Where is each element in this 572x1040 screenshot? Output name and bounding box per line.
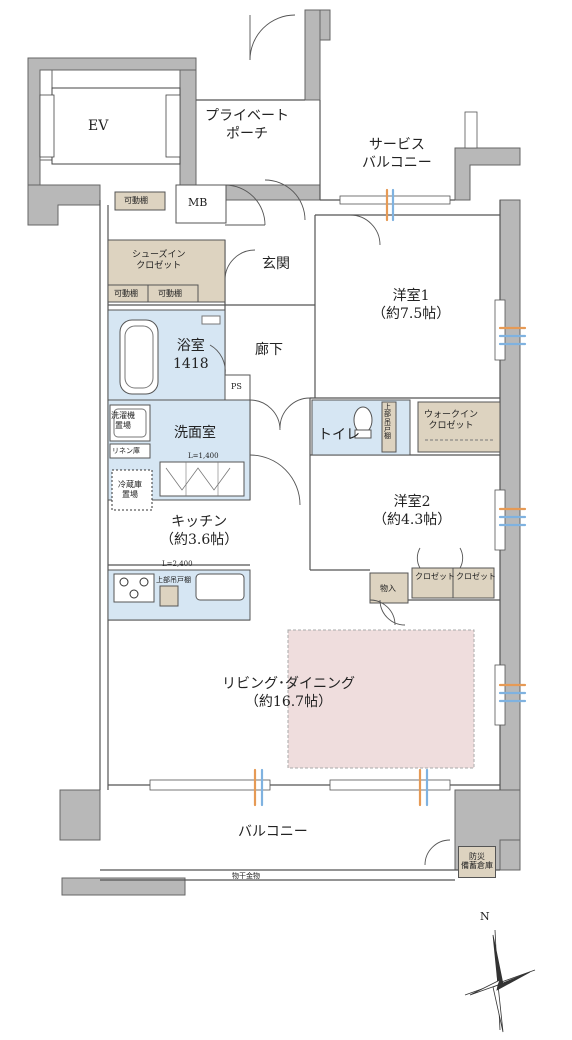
toilet-cabinet-c1: 上 (384, 403, 391, 411)
walkin-label: ウォークイン クロゼット (424, 410, 478, 432)
corridor-label: 廊下 (255, 342, 283, 358)
storage-label: 物入 (380, 584, 396, 593)
toilet-cabinet-c2: 部 (384, 410, 391, 419)
living-size: （約16.7帖） (244, 693, 333, 710)
movable-shelf-top: 可動棚 (124, 196, 148, 205)
washer-line2: 置場 (115, 420, 131, 430)
fridge-place (111, 469, 153, 511)
fridge-line2: 置場 (122, 489, 138, 499)
closet-left-label: クロゼット (415, 572, 455, 581)
toilet-cabinet-c4: 戸 (384, 425, 391, 434)
vanity-length: L=1,400 (188, 452, 219, 460)
service-balcony-line2: バルコニー (362, 154, 432, 171)
kitchen-upper-cabinet: 上部吊戸棚 (156, 576, 191, 584)
toilet-cabinet: 上 部 吊 戸 棚 (384, 403, 391, 441)
mb-label: MB (188, 196, 208, 209)
storage-area (369, 572, 409, 604)
private-porch-line1: プライベート (205, 108, 289, 124)
kitchen-size: （約3.6帖） (160, 531, 239, 548)
drying-rack-label: 物干金物 (232, 872, 260, 880)
western1-size: （約7.5帖） (372, 305, 451, 322)
balcony-label: バルコニー (238, 824, 308, 840)
door-swings (209, 14, 464, 866)
ev-label: EV (88, 118, 109, 134)
disaster-storage-line1: 防災 (469, 852, 485, 862)
shoe-closet-line2: クロゼット (136, 260, 182, 271)
toilet-cabinet-c5: 棚 (384, 432, 391, 441)
shoe-closet-label: シューズイン クロゼット (132, 250, 186, 272)
mb-box (175, 184, 227, 224)
toilet-label: トイレ (318, 427, 360, 443)
bath-name: 浴室 (176, 338, 205, 354)
bath-label: 浴室 1418 (173, 338, 209, 373)
walkin-closet-area (417, 401, 501, 453)
private-porch-line2: ポーチ (226, 125, 268, 142)
compass-north-label: N (480, 910, 490, 923)
elevator-shaft (51, 87, 181, 165)
washer-label: 洗濯機 置場 (111, 411, 135, 430)
toilet-cabinet-c3: 吊 (384, 417, 391, 426)
service-balcony-label: サービス バルコニー (362, 137, 432, 172)
walkin-line2: クロゼット (428, 420, 474, 431)
walkin-line1: ウォークイン (424, 410, 479, 420)
disaster-storage-line2: 備蓄倉庫 (461, 861, 493, 870)
closet-right-label: クロゼット (456, 572, 496, 581)
movable-shelf-left: 可動棚 (114, 289, 138, 298)
living-name: リビング･ダイニング (222, 676, 355, 692)
washroom-label: 洗面室 (174, 425, 216, 441)
fridge-line1: 冷蔵庫 (118, 480, 142, 489)
private-porch-label: プライベート ポーチ (205, 108, 289, 143)
linen-label: リネン庫 (112, 447, 140, 455)
compass-rose (464, 929, 536, 1033)
living-label: リビング･ダイニング （約16.7帖） (222, 676, 355, 711)
ps-label: PS (231, 382, 242, 391)
service-balcony-line1: サービス (368, 137, 425, 153)
window-marks (149, 111, 506, 791)
bath-size: 1418 (173, 355, 209, 372)
kitchen-label: キッチン （約3.6帖） (160, 514, 238, 549)
ventilation-arrows (253, 188, 527, 807)
kitchen-name: キッチン (171, 514, 228, 530)
living-zone (287, 629, 475, 769)
western2-label: 洋室2 （約4.3帖） (373, 494, 451, 529)
disaster-storage-label: 防災 備蓄倉庫 (458, 846, 496, 878)
entrance-label: 玄関 (262, 256, 290, 272)
western1-label: 洋室1 （約7.5帖） (372, 288, 450, 323)
western2-size: （約4.3帖） (373, 511, 452, 528)
shoe-closet-line1: シューズイン (132, 250, 186, 260)
movable-shelf-right: 可動棚 (158, 289, 182, 298)
washer-line1: 洗濯機 (111, 411, 135, 420)
fridge-label: 冷蔵庫 置場 (118, 480, 142, 499)
western1-name: 洋室1 (392, 288, 430, 304)
western2-name: 洋室2 (393, 494, 431, 510)
kitchen-length: L=2,400 (162, 560, 193, 568)
